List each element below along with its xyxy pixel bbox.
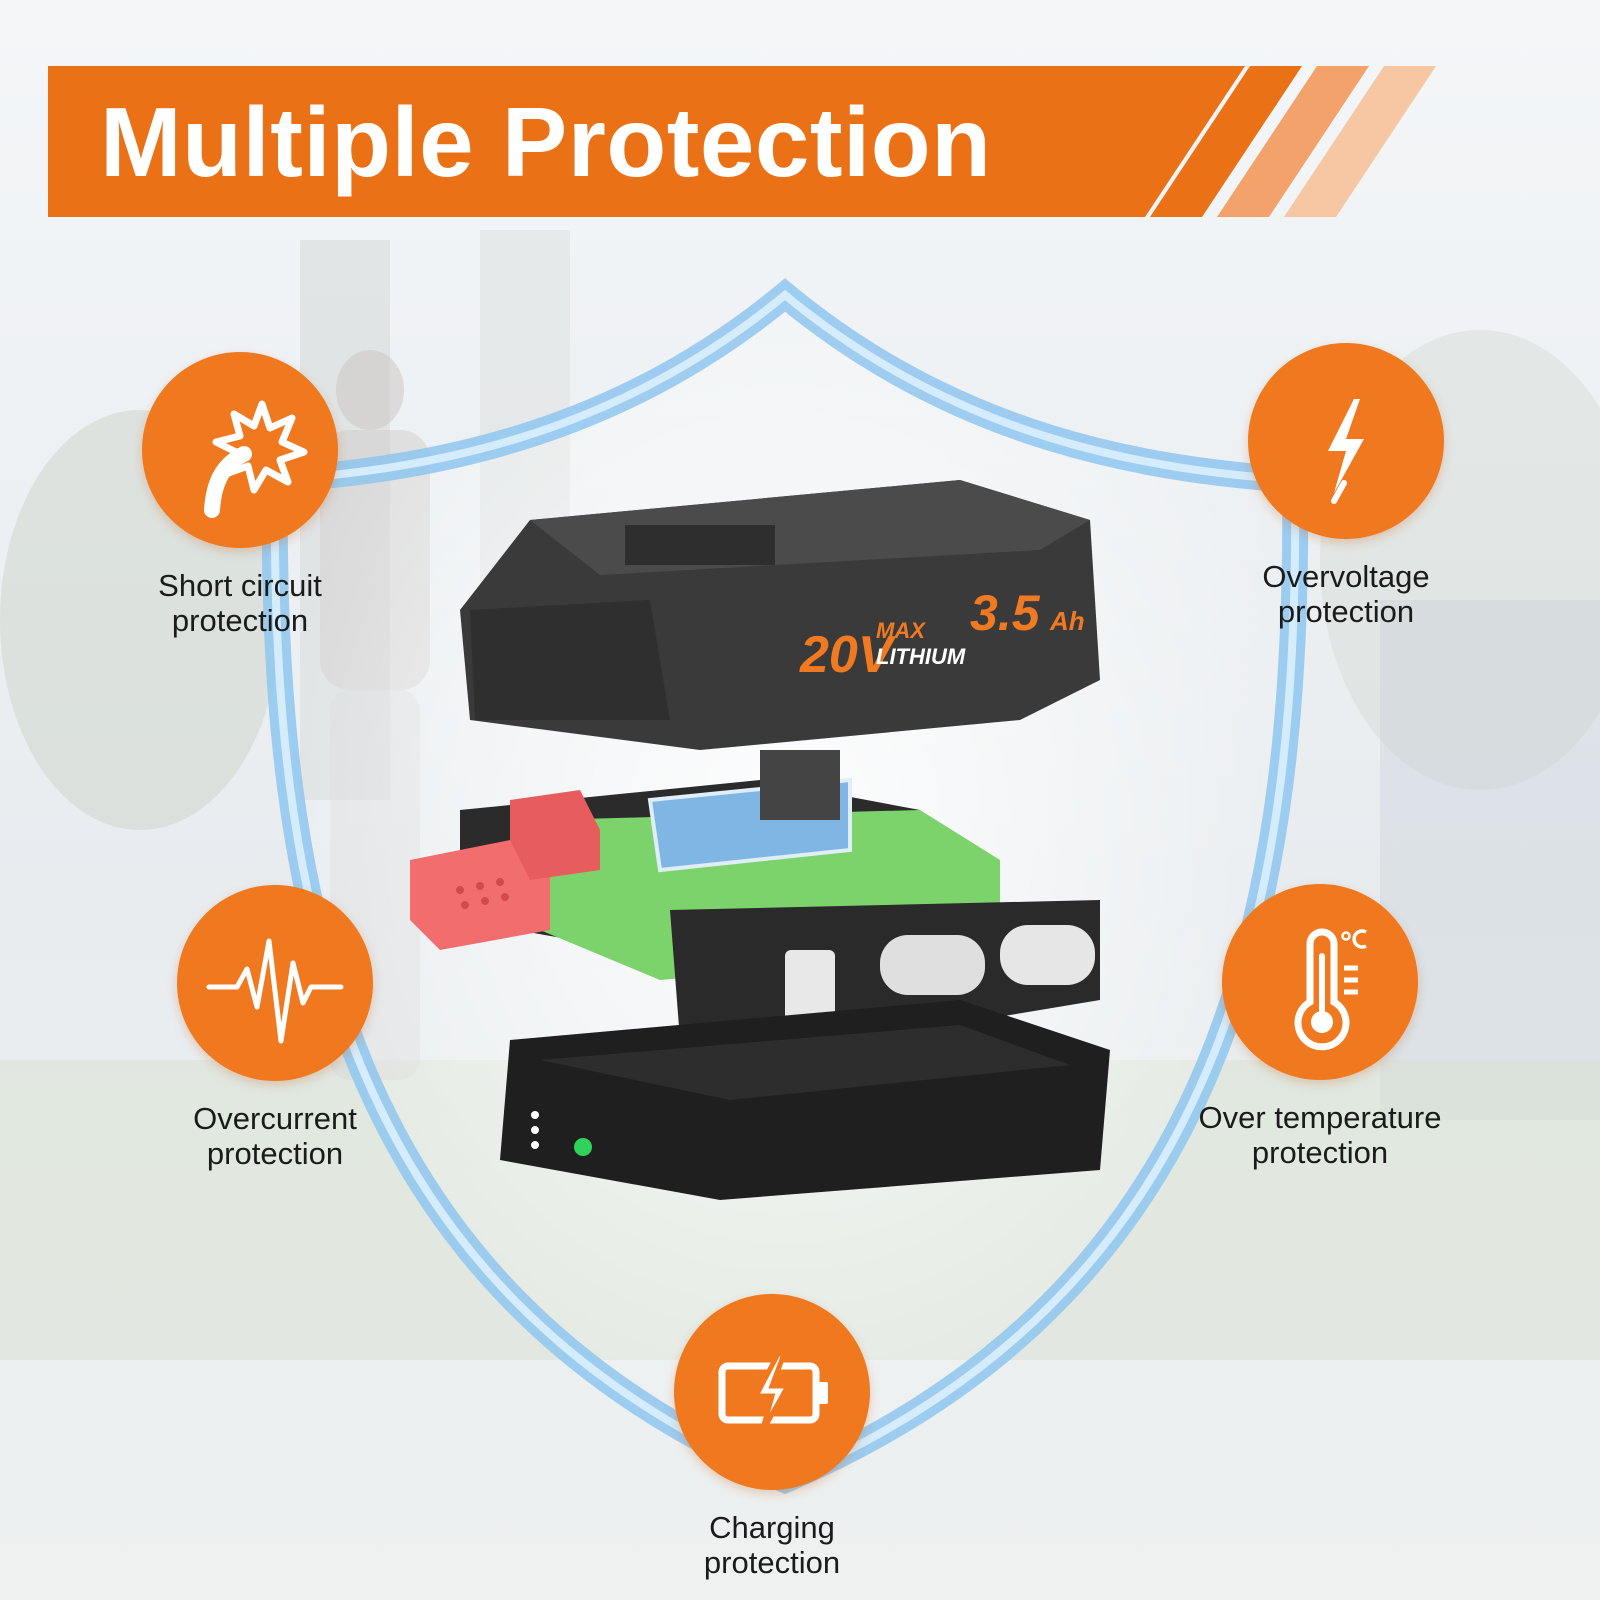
feature-label-line1: Overcurrent [193, 1101, 357, 1136]
feature-badge [674, 1294, 870, 1490]
battery-cells-and-board [410, 750, 1100, 1050]
battery-charging-icon [718, 1351, 828, 1434]
page-title: Multiple Protection [100, 87, 992, 197]
header-banner: Multiple Protection [0, 0, 1600, 240]
thermometer-icon [1294, 928, 1367, 1051]
feature-label-line1: Over temperature [1198, 1100, 1442, 1135]
feature-label-line2: protection [1277, 594, 1415, 629]
feature-label-line1: Short circuit [158, 568, 322, 603]
feature-label-line1: Charging [709, 1510, 835, 1545]
feature-badge [142, 352, 338, 548]
feature-label-line2: protection [703, 1545, 841, 1580]
banner-shape [48, 66, 1436, 217]
feature-label-line2: protection [171, 603, 309, 638]
feature-label-line2: protection [1251, 1135, 1389, 1170]
feature-badge [1248, 343, 1444, 539]
max-label: MAX [876, 618, 926, 643]
capacity-unit-label: Ah [1049, 606, 1085, 636]
battery-bottom-case [500, 1000, 1110, 1200]
feature-badge [1222, 884, 1418, 1080]
voltage-label: 20V [799, 626, 897, 684]
capacity-label: 3.5 [970, 585, 1041, 641]
feature-label-line1: Overvoltage [1262, 559, 1430, 594]
feature-badge [177, 885, 373, 1081]
battery-exploded-view: 20V MAX LITHIUM 3.5 Ah [410, 480, 1110, 1200]
pulse-wave-icon [206, 938, 344, 1044]
feature-label-line2: protection [206, 1136, 344, 1171]
chemistry-label: LITHIUM [876, 644, 966, 669]
lightning-bolt-icon [1328, 399, 1364, 504]
explosion-icon [204, 400, 308, 518]
battery-top-cover: 20V MAX LITHIUM 3.5 Ah [460, 480, 1100, 750]
